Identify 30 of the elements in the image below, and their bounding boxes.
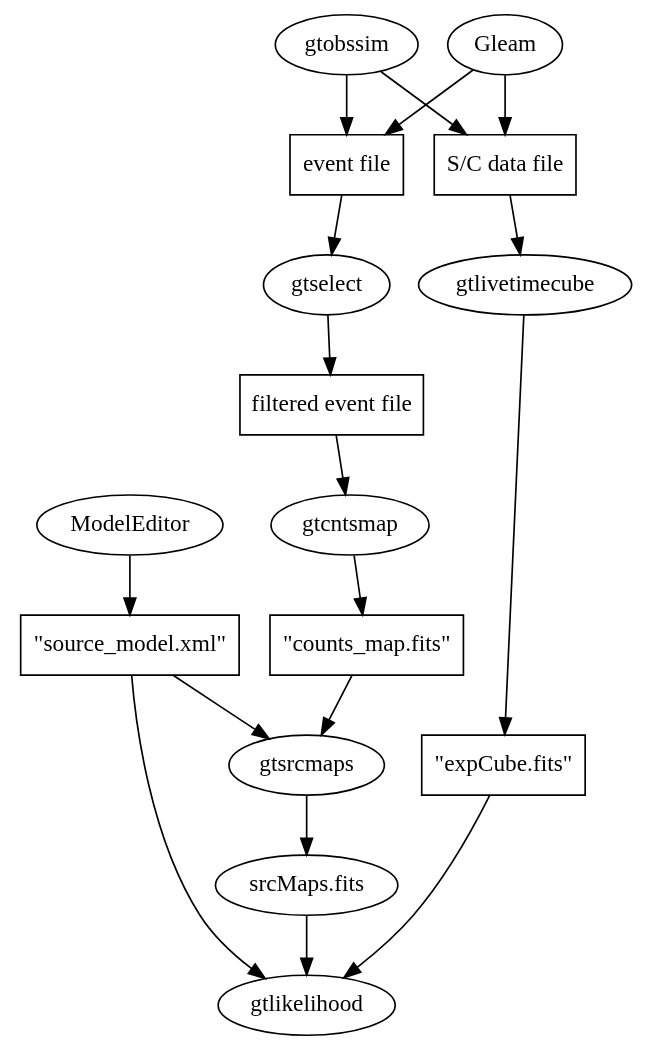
node-ellipse: gtcntsmap: [269, 494, 430, 556]
arrow: [508, 194, 524, 258]
arrow: [339, 74, 354, 138]
arrow: [498, 314, 525, 738]
arrow: [122, 554, 137, 618]
arrow: [327, 194, 343, 258]
node-ellipse: gtlivetimecube: [417, 254, 632, 316]
node-box: event file: [288, 133, 404, 196]
arrow: [352, 554, 367, 618]
node-ellipse: gtselect: [262, 254, 391, 316]
node-ellipse: ModelEditor: [35, 494, 224, 556]
arrow: [334, 434, 350, 498]
node-ellipse: srcMaps.fits: [214, 854, 399, 917]
node-ellipse: Gleam: [446, 13, 563, 76]
node-box: filtered event file: [238, 374, 424, 436]
node-ellipse: gtsrcmaps: [227, 734, 385, 796]
arrow: [299, 914, 314, 978]
arrow: [171, 674, 271, 741]
arrow: [341, 794, 491, 980]
node-box: "counts_map.fits": [268, 614, 464, 676]
node-ellipse: gtobssim: [274, 13, 419, 76]
node-box: "expCube.fits": [420, 734, 586, 796]
node-box: "source_model.xml": [19, 614, 240, 676]
arrow: [319, 674, 353, 738]
arrow: [322, 314, 337, 378]
arrow: [497, 74, 512, 138]
arrow: [299, 794, 314, 858]
node-box: S/C data file: [432, 133, 577, 196]
node-ellipse: gtlikelihood: [216, 974, 396, 1037]
arrow: [130, 674, 267, 980]
